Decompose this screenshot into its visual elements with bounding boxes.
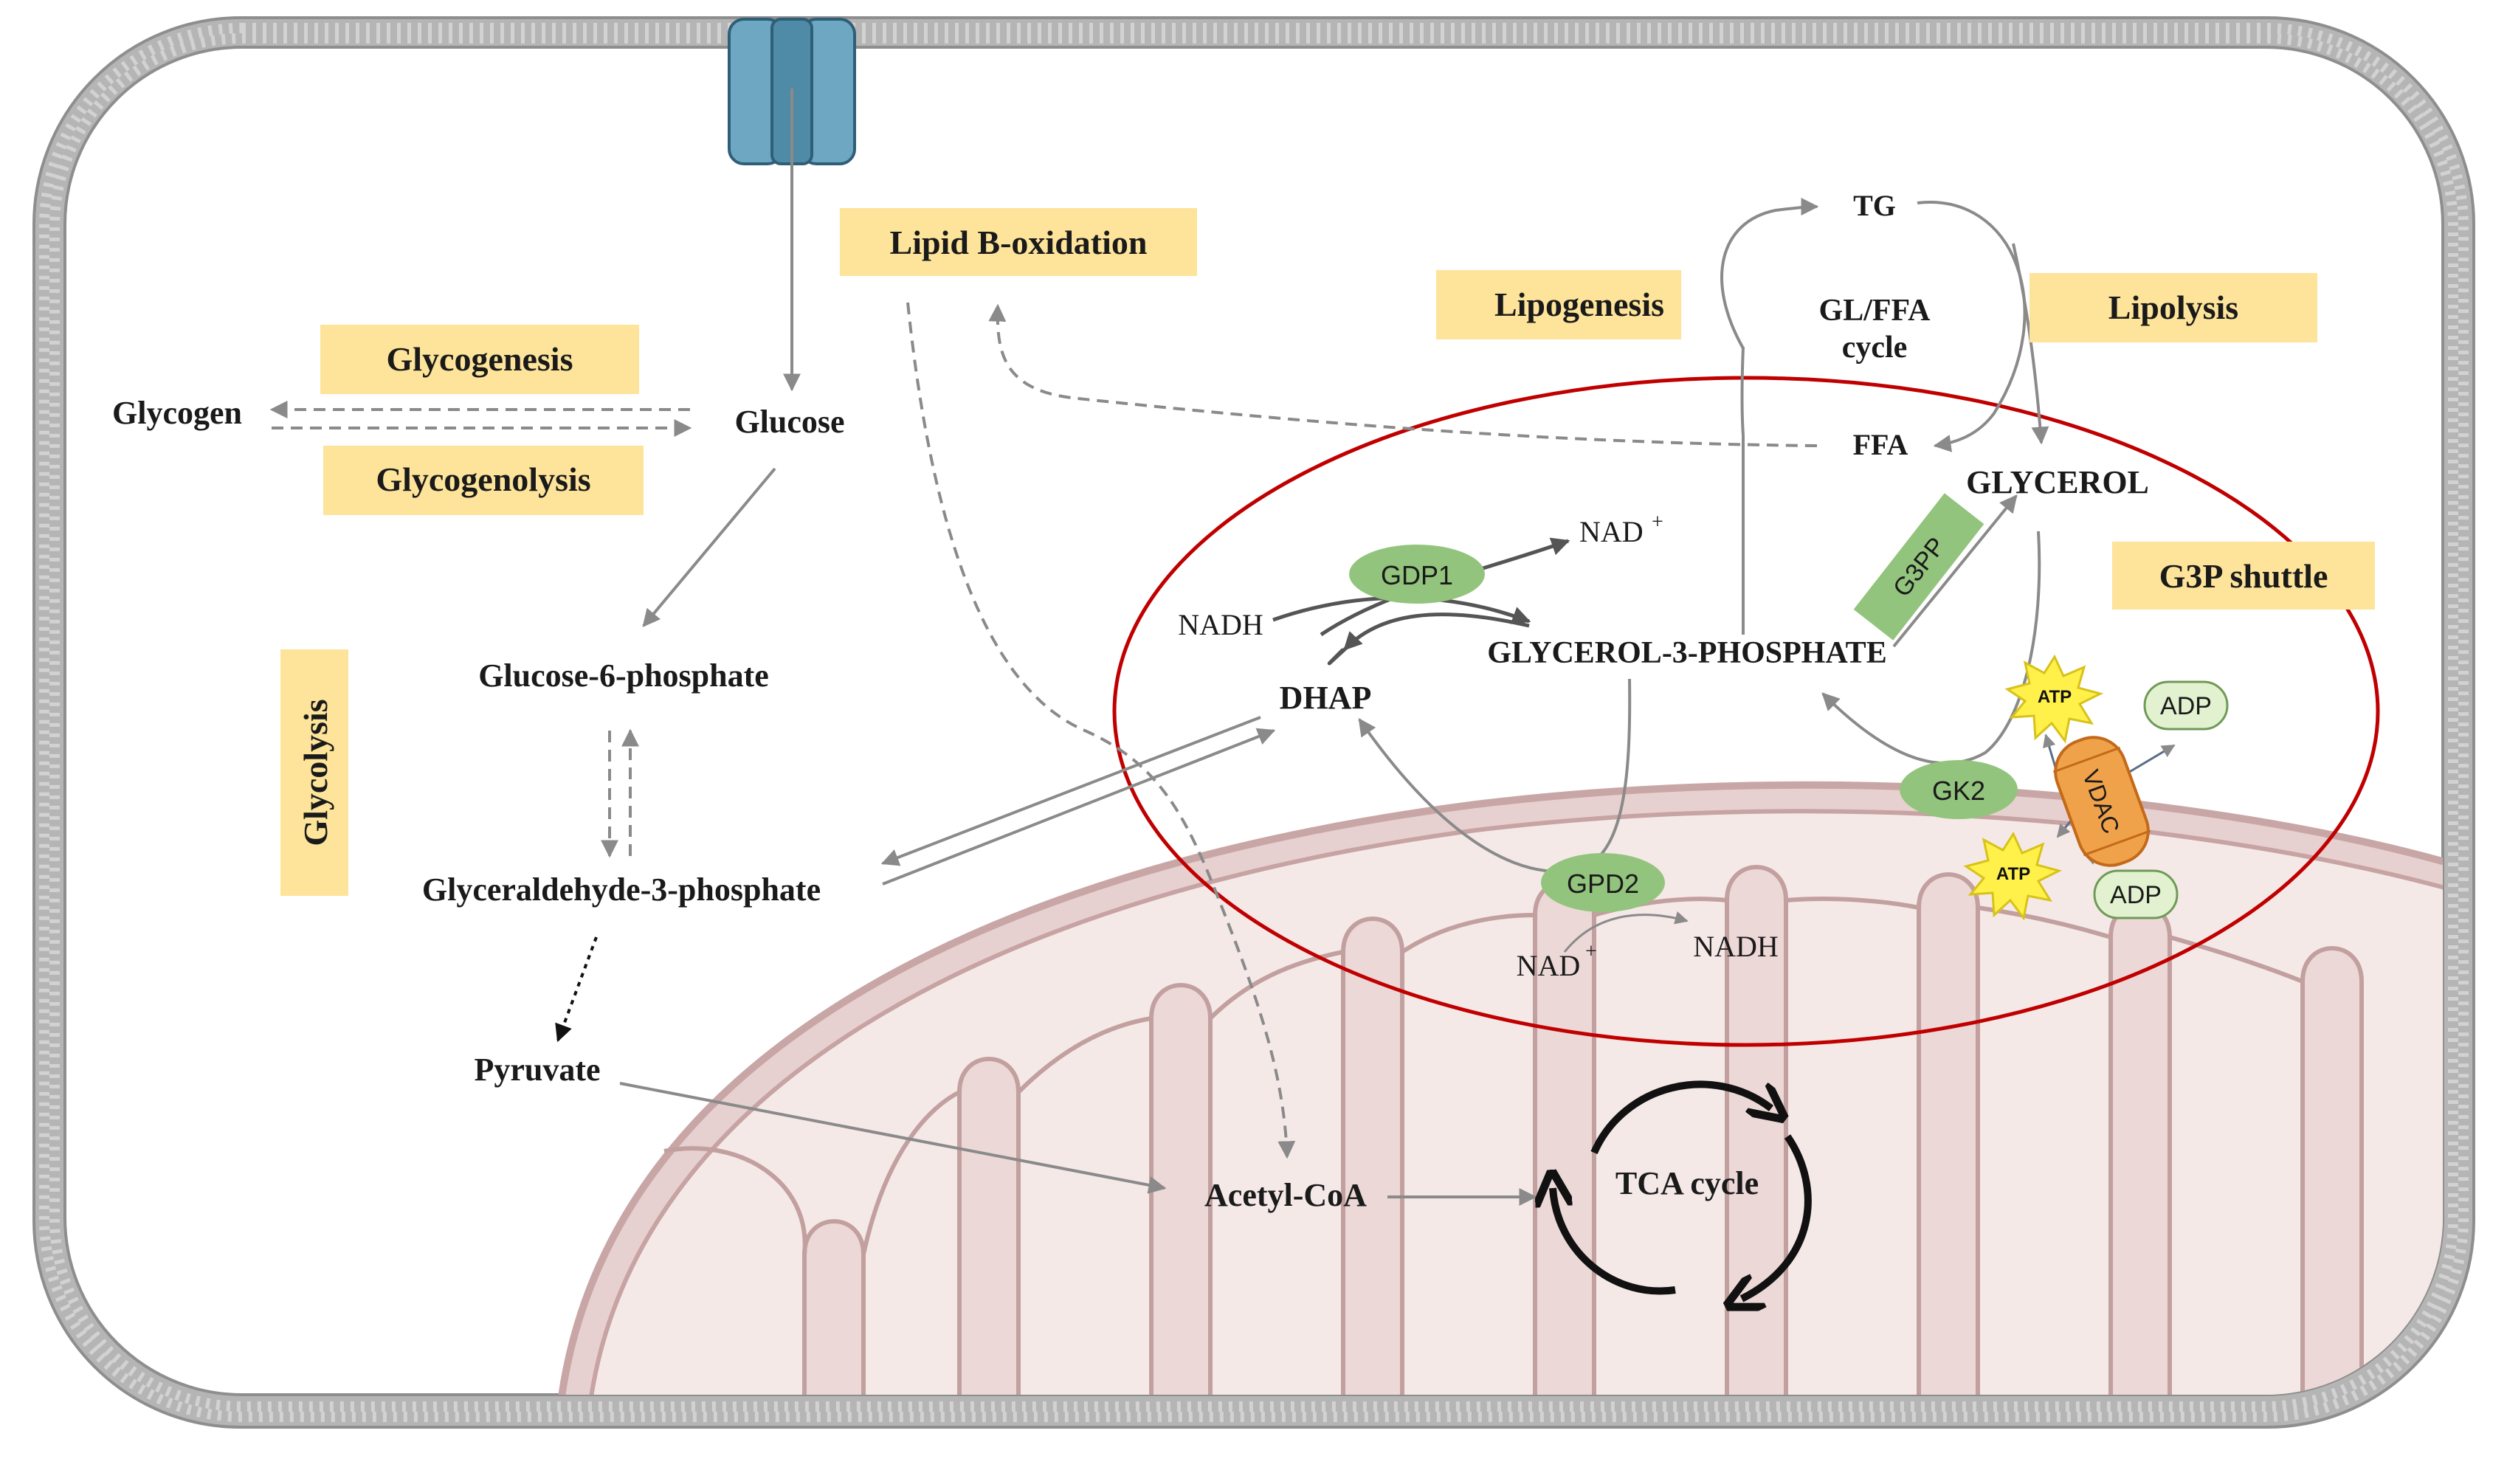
label-box-lipogenesis: Lipogenesis — [1436, 270, 1681, 339]
label-box-lipolysis: Lipolysis — [2030, 273, 2317, 342]
label-box-lipid-oxidation: Lipid B-oxidation — [840, 208, 1197, 276]
svg-text:ADP: ADP — [2160, 692, 2212, 720]
g3p-highlight-ellipse — [1112, 376, 2380, 1047]
metabolite-labels: Glycogen Glucose Glucose-6-phosphate Gly… — [112, 189, 2149, 1213]
nadh-bottom-label: NADH — [1693, 930, 1779, 963]
svg-text:Lipogenesis: Lipogenesis — [1494, 286, 1664, 323]
ga3p-label: Glyceraldehyde-3-phosphate — [422, 872, 821, 908]
adp-badge-top: ADP — [2143, 680, 2229, 731]
nad-top-label: NAD — [1579, 515, 1644, 548]
ffa-label: FFA — [1853, 428, 1908, 461]
tca-cycle-label: TCA cycle — [1615, 1165, 1759, 1201]
enzyme-gk2: GK2 — [1900, 760, 2018, 819]
glycerol-3-phosphate-label: GLYCEROL-3-PHOSPHATE — [1487, 636, 1886, 670]
svg-text:Glycogenolysis: Glycogenolysis — [376, 460, 590, 498]
svg-text:Glycogenesis: Glycogenesis — [387, 340, 573, 378]
svg-text:G3P shuttle: G3P shuttle — [2159, 557, 2328, 595]
nad-top-superscript: + — [1652, 511, 1663, 534]
glucose-label: Glucose — [734, 404, 844, 440]
glucose-transporter-channel — [728, 18, 856, 165]
svg-text:GPD2: GPD2 — [1567, 869, 1639, 899]
tca-cycle-arrows — [1553, 1080, 1812, 1299]
label-box-g3p-shuttle: G3P shuttle — [2112, 542, 2375, 610]
atp-burst-top: ATP — [2004, 654, 2104, 744]
glycogen-label: Glycogen — [112, 395, 242, 431]
label-box-glycogenesis: Glycogenesis — [320, 325, 639, 394]
svg-text:Lipid B-oxidation: Lipid B-oxidation — [890, 224, 1148, 261]
svg-text:ADP: ADP — [2110, 881, 2162, 909]
gl-ffa-cycle-label-line2: cycle — [1842, 331, 1908, 365]
svg-text:GDP1: GDP1 — [1381, 560, 1453, 590]
g6p-label: Glucose-6-phosphate — [478, 658, 769, 694]
label-box-glycogenolysis: Glycogenolysis — [323, 446, 644, 515]
glycerol-label: GLYCEROL — [1966, 464, 2149, 500]
vdac-channel: VDAC — [2052, 736, 2151, 867]
nad-bottom-superscript: + — [1585, 940, 1597, 963]
acetyl-coa-label: Acetyl-CoA — [1204, 1177, 1367, 1213]
enzyme-gdp1: GDP1 — [1349, 545, 1485, 604]
tg-label: TG — [1853, 189, 1896, 222]
nad-bottom-label: NAD — [1517, 949, 1581, 982]
gl-ffa-cycle-label-line1: GL/FFA — [1819, 294, 1931, 328]
nadh-left-label: NADH — [1178, 608, 1263, 641]
dhap-label: DHAP — [1280, 680, 1372, 716]
svg-text:ATP: ATP — [2038, 687, 2072, 707]
svg-text:Glycolysis: Glycolysis — [297, 699, 334, 846]
adp-badge-bottom: ADP — [2093, 869, 2179, 919]
svg-text:ATP: ATP — [1996, 864, 2030, 884]
atp-burst-bottom: ATP — [1963, 831, 2063, 921]
cristae — [802, 865, 2364, 1395]
pyruvate-label: Pyruvate — [474, 1052, 600, 1088]
mitochondrion — [556, 781, 2443, 1395]
svg-text:Lipolysis: Lipolysis — [2108, 289, 2238, 326]
enzyme-gpd2: GPD2 — [1541, 853, 1665, 912]
label-box-glycolysis: Glycolysis — [280, 649, 348, 896]
svg-text:GK2: GK2 — [1932, 776, 1985, 806]
